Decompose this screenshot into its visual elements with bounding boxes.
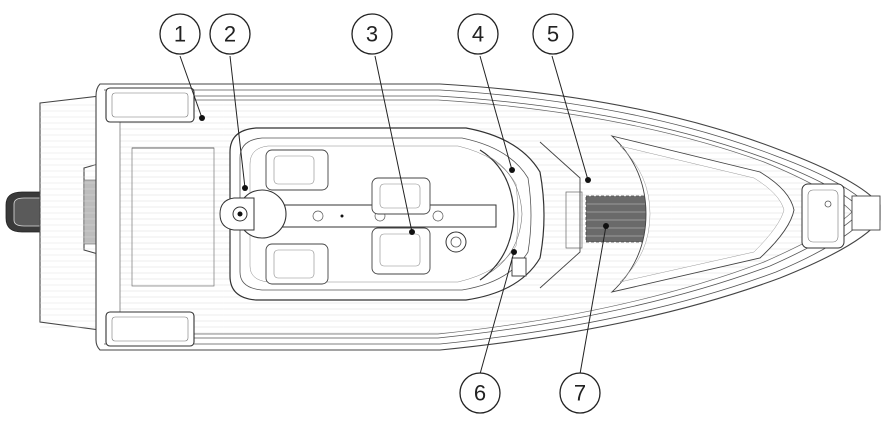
leader-5 bbox=[551, 55, 589, 181]
leader-2 bbox=[229, 55, 246, 189]
forward-seats bbox=[371, 177, 431, 275]
callout-4-label: 4 bbox=[472, 22, 484, 47]
callout-5: 5 bbox=[532, 13, 574, 55]
leader-7 bbox=[579, 225, 607, 375]
point-2 bbox=[242, 185, 248, 191]
callout-1-label: 1 bbox=[174, 22, 186, 47]
callout-3-label: 3 bbox=[366, 22, 378, 47]
callout-4: 4 bbox=[457, 13, 499, 55]
point-7 bbox=[603, 223, 609, 229]
callout-7-label: 7 bbox=[574, 381, 586, 406]
callout-leaders bbox=[179, 55, 609, 375]
callouts: 1 2 3 4 5 6 7 bbox=[159, 13, 601, 414]
anti-slip-pad bbox=[585, 195, 653, 243]
steering-console bbox=[219, 189, 287, 239]
stern-lockers bbox=[105, 87, 195, 347]
leader-6 bbox=[479, 251, 515, 375]
point-4 bbox=[509, 167, 515, 173]
leader-4 bbox=[479, 55, 513, 171]
forward-console bbox=[539, 141, 583, 289]
leader-1 bbox=[179, 55, 203, 119]
point-1 bbox=[199, 115, 205, 121]
callout-6: 6 bbox=[459, 372, 501, 414]
leader-3 bbox=[374, 55, 413, 233]
helm bbox=[445, 149, 527, 281]
point-6 bbox=[511, 249, 517, 255]
callout-7: 7 bbox=[559, 372, 601, 414]
seat-bench bbox=[255, 204, 497, 228]
aft-seats bbox=[265, 149, 329, 285]
point-3 bbox=[409, 229, 415, 235]
callout-3: 3 bbox=[351, 13, 393, 55]
aft-deck bbox=[131, 147, 215, 287]
callout-5-label: 5 bbox=[547, 22, 559, 47]
callout-6-label: 6 bbox=[474, 381, 486, 406]
bow-locker bbox=[610, 135, 881, 293]
callout-1: 1 bbox=[159, 13, 201, 55]
point-5 bbox=[585, 177, 591, 183]
callout-2-label: 2 bbox=[224, 22, 236, 47]
callout-2: 2 bbox=[209, 13, 251, 55]
